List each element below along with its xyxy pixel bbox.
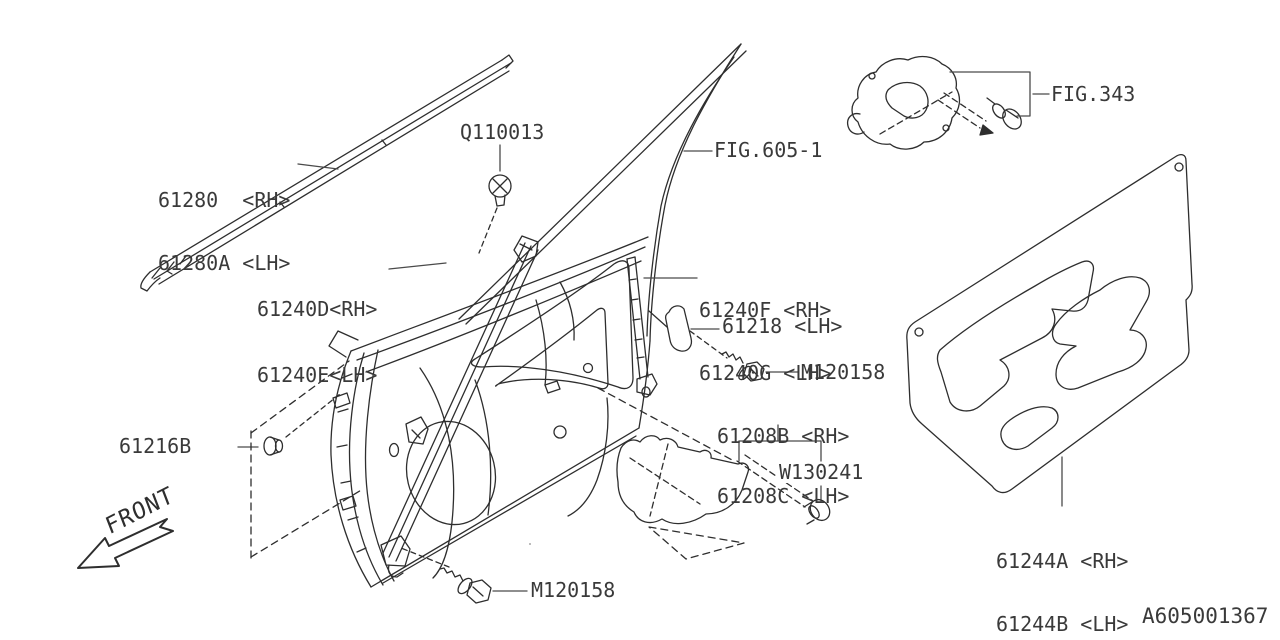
label-grommet: 61216B <box>119 434 192 458</box>
label-rear-sash: 61240F <RH> 61240G <LH> <box>699 258 831 426</box>
label-weatherstrip-rh: 61280 <RH> <box>158 188 291 212</box>
label-front-sash-rh: 61240D<RH> <box>257 297 378 321</box>
label-seal-cover: 61244A <RH> 61244B <LH> <box>996 509 1128 640</box>
label-seal-cover-rh: 61244A <RH> <box>996 549 1129 573</box>
screw-q110013-drawing <box>479 145 511 253</box>
label-cover: 61208B <RH> 61208C <LH> <box>717 386 849 546</box>
seal-cover-61244-drawing <box>907 155 1192 506</box>
label-rear-sash-rh: 61240F <RH> <box>699 298 832 322</box>
mirror-bracket-fig343-drawing <box>848 57 1049 150</box>
label-cover-rh: 61208B <RH> <box>717 424 850 448</box>
pad-61218-drawing <box>649 306 719 351</box>
label-clip: W130241 <box>777 460 866 484</box>
front-arrow <box>78 519 173 568</box>
weatherstrip-61280-drawing <box>141 55 530 544</box>
door-panel-drawing <box>329 44 746 587</box>
label-pad: 61218 <LH> <box>722 314 843 338</box>
label-rear-sash-lh: 61240G <LH> <box>699 361 832 385</box>
cover-61208-drawing <box>617 425 821 559</box>
grommet-61216b-drawing <box>238 361 363 559</box>
bolt-upper-m120158-drawing <box>690 331 798 382</box>
label-seal-cover-lh: 61244B <LH> <box>996 612 1129 636</box>
label-bolt-lower: M120158 <box>531 578 616 602</box>
label-front-sash-lh: 61240E<LH> <box>257 363 378 387</box>
label-bolt-upper: M120158 <box>801 360 886 384</box>
label-screw-top: Q110013 <box>460 120 545 144</box>
label-fig605-ref: FIG.605-1 <box>714 138 823 162</box>
label-weatherstrip: 61280 <RH> 61280A <LH> <box>158 148 290 316</box>
diagram-id: A605001367 <box>1142 604 1269 628</box>
label-fig343-ref: FIG.343 <box>1051 82 1136 106</box>
label-front-sash: 61240D<RH> 61240E<LH> <box>257 254 377 430</box>
front-sash-drawing <box>381 236 538 577</box>
label-weatherstrip-lh: 61280A <LH> <box>158 251 291 275</box>
label-cover-lh: 61208C <LH> <box>717 484 850 508</box>
bolt-lower-m120158-drawing <box>401 548 527 603</box>
rear-sash-drawing <box>627 257 697 397</box>
